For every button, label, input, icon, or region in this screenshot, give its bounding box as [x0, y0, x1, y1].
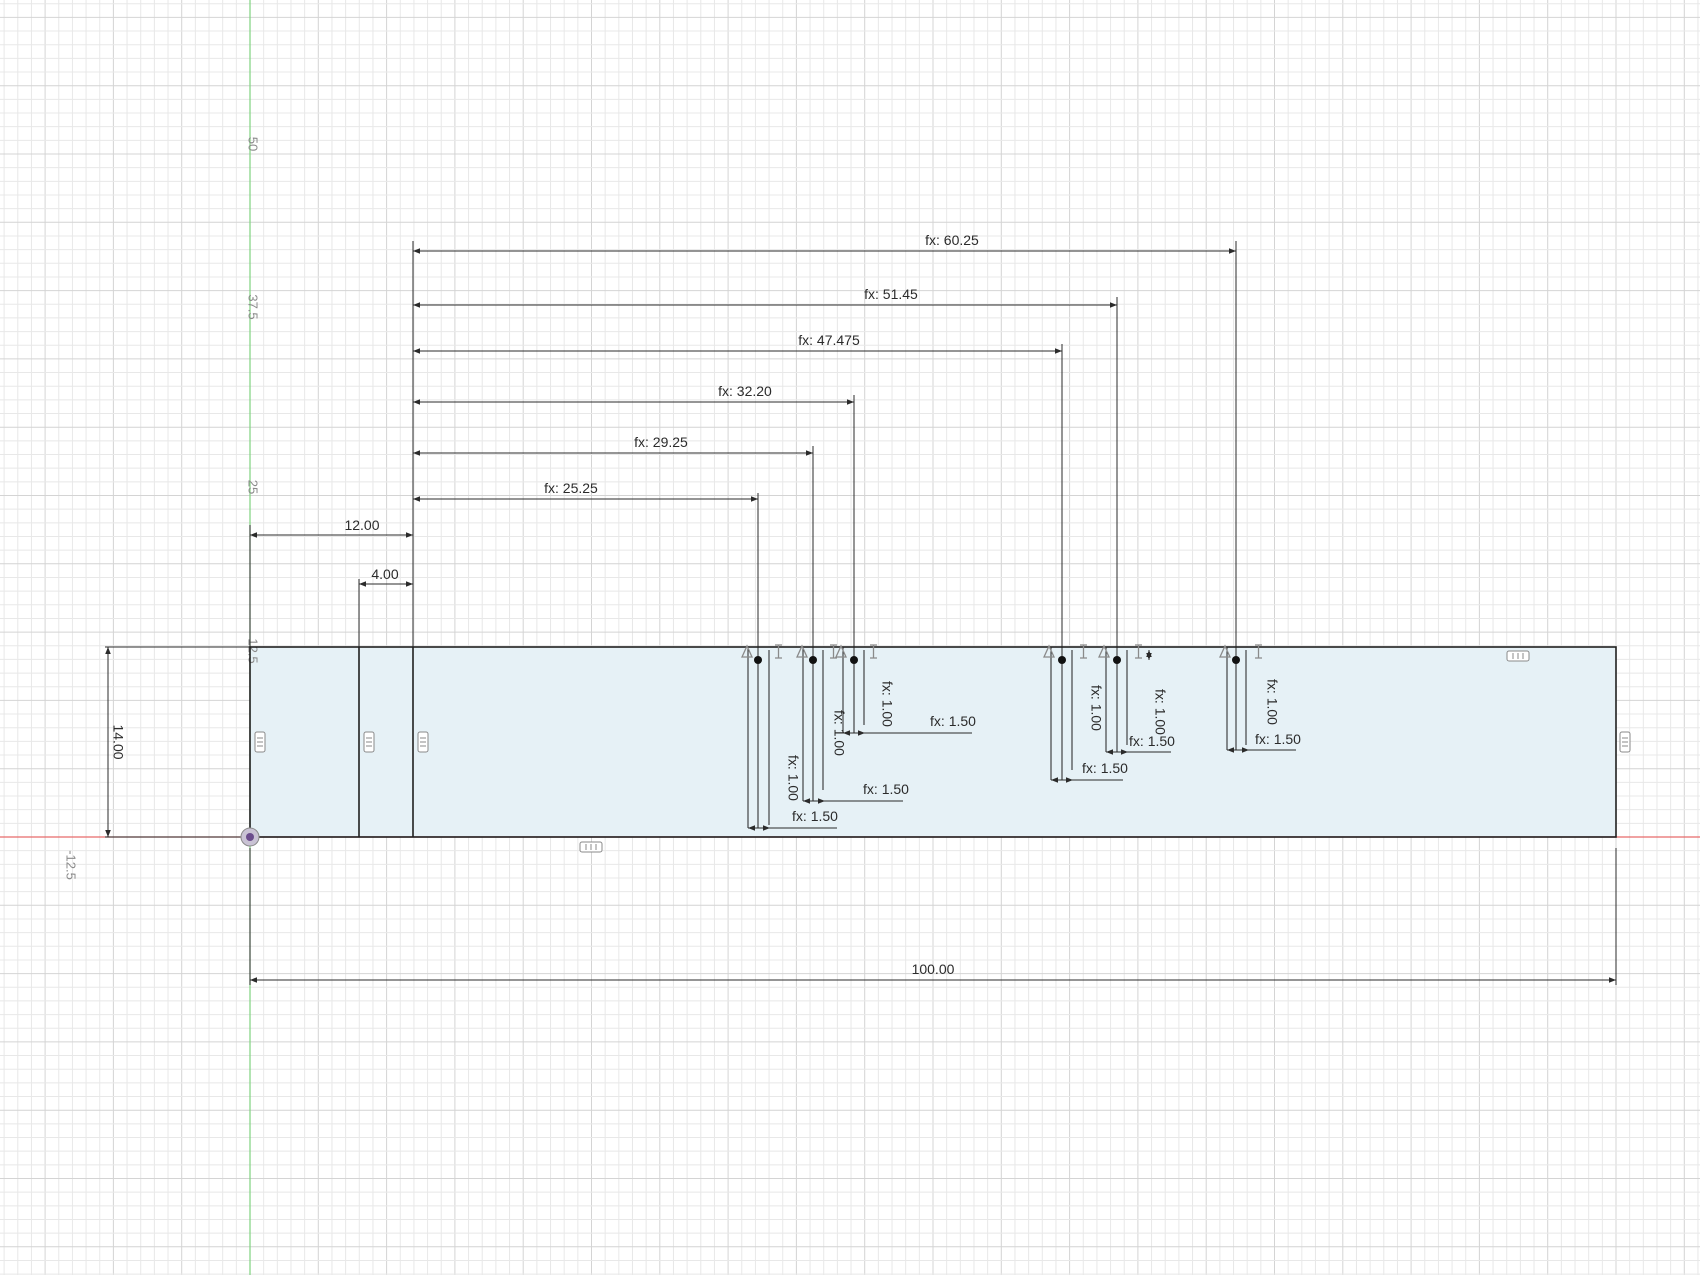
dim-label-1-50-d[interactable]: fx: 1.50 [1082, 760, 1128, 776]
dimension-labels: fx: 60.25 fx: 51.45 fx: 47.475 fx: 32.20… [110, 232, 1301, 977]
dim-label-1-50-b[interactable]: fx: 1.50 [863, 781, 909, 797]
sketch-profile-region[interactable] [250, 647, 1616, 837]
dim-label-1-00-d[interactable]: fx: 1.00 [1088, 685, 1104, 731]
dim-label-fx-47-475[interactable]: fx: 47.475 [798, 332, 860, 348]
dim-label-1-00-a[interactable]: fx: 1.00 [785, 755, 801, 801]
dim-label-fx-29-25[interactable]: fx: 29.25 [634, 434, 688, 450]
point-constraint-glyphs [740, 644, 1262, 659]
dim-label-1-50-a[interactable]: fx: 1.50 [792, 808, 838, 824]
axis-tick-25: 25 [246, 480, 261, 494]
vertical-constraint-icon[interactable] [1619, 731, 1631, 753]
dim-label-fx-25-25[interactable]: fx: 25.25 [544, 480, 598, 496]
axis-tick-50: 50 [246, 137, 261, 151]
dim-label-1-50-f[interactable]: fx: 1.50 [1255, 731, 1301, 747]
dim-label-1-00-f[interactable]: fx: 1.00 [1264, 679, 1280, 725]
axis-tick-37-5: 37.5 [246, 294, 261, 319]
constraint-glyphs [254, 650, 1631, 853]
axis-tick-minus-12-5: -12.5 [64, 850, 79, 880]
dim-label-14[interactable]: 14.00 [110, 724, 126, 759]
dim-label-1-50-c[interactable]: fx: 1.50 [930, 713, 976, 729]
dimensions[interactable] [105, 248, 1616, 983]
sketch-geometry[interactable] [249, 646, 1617, 838]
slot-detail-lines[interactable] [747, 647, 1247, 828]
dim-label-1-50-e[interactable]: fx: 1.50 [1129, 733, 1175, 749]
dim-label-12[interactable]: 12.00 [344, 517, 379, 533]
vertical-constraint-icon[interactable] [417, 731, 429, 753]
dim-label-fx-32-20[interactable]: fx: 32.20 [718, 383, 772, 399]
main-rectangle[interactable] [249, 646, 1617, 838]
vertical-constraint-icon[interactable] [363, 731, 375, 753]
dim-label-100[interactable]: 100.00 [912, 961, 955, 977]
dimension-extension-lines [105, 241, 1617, 985]
dim-label-fx-51-45[interactable]: fx: 51.45 [864, 286, 918, 302]
sketch-points[interactable] [754, 656, 1240, 664]
dim-label-4[interactable]: 4.00 [371, 566, 398, 582]
horizontal-constraint-icon[interactable] [579, 841, 603, 853]
axis-tick-12-5: 12.5 [246, 638, 261, 663]
horizontal-constraint-icon[interactable] [1506, 650, 1530, 662]
dim-label-1-00-c[interactable]: fx: 1.00 [879, 681, 895, 727]
vertical-constraint-icon[interactable] [254, 731, 266, 753]
dim-label-fx-60-25[interactable]: fx: 60.25 [925, 232, 979, 248]
dim-label-1-00-b[interactable]: fx: 1.00 [831, 710, 847, 756]
dim-label-1-00-e[interactable]: fx: 1.00 [1152, 689, 1168, 735]
origin-point[interactable] [240, 827, 260, 847]
